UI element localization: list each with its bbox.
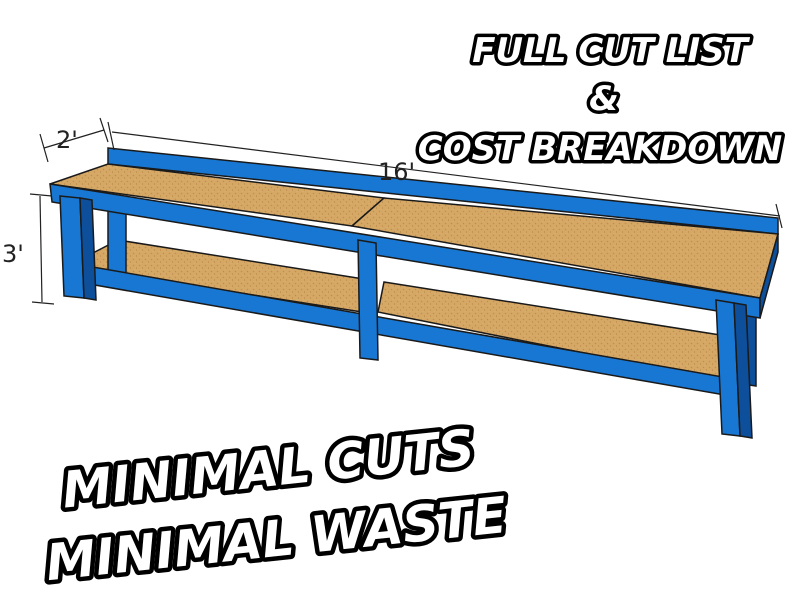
headline-top-line3: COST BREAKDOWN: [418, 129, 782, 169]
headline-top-line2: &: [589, 79, 619, 119]
front-leg-right-side: [733, 302, 753, 439]
depth-label: 2': [56, 126, 78, 154]
height-label: 3': [2, 240, 24, 268]
front-leg-middle: [357, 239, 379, 361]
length-label: 16': [378, 158, 415, 186]
dimension-height: [29, 193, 55, 305]
upper-side-rail: [759, 233, 779, 319]
dimension-length: [107, 121, 783, 229]
dimension-depth: [39, 117, 109, 163]
headline-top-line1: FULL CUT LIST: [472, 31, 750, 71]
headline-top: FULL CUT LIST & COST BREAKDOWN: [414, 28, 785, 173]
front-leg-left-side: [79, 197, 97, 301]
headline-bottom: MINIMAL CUTS MINIMAL WASTE: [39, 414, 514, 596]
